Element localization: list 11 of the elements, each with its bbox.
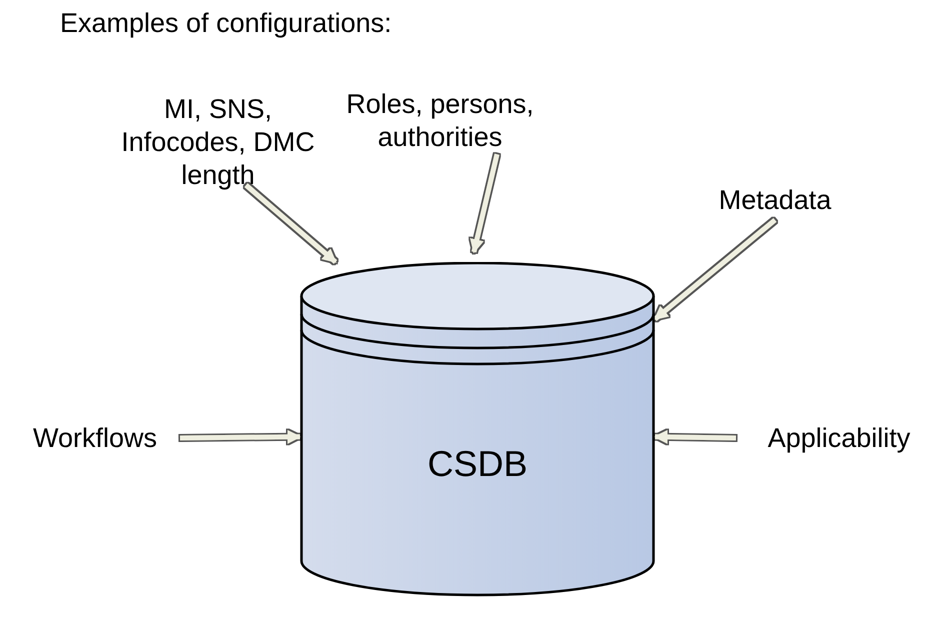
database-label: CSDB bbox=[427, 447, 528, 480]
title: Examples of configurations: bbox=[60, 8, 392, 39]
config-label: Metadata bbox=[718, 184, 832, 216]
block-arrow bbox=[180, 430, 302, 444]
config-label: Roles, persons, authorities bbox=[345, 88, 535, 154]
block-arrow bbox=[244, 183, 338, 264]
config-label: Applicability bbox=[768, 422, 910, 454]
block-arrow bbox=[653, 218, 777, 322]
block-arrow bbox=[654, 430, 736, 444]
config-label: MI, SNS, Infocodes, DMC length bbox=[120, 92, 316, 192]
config-label: Workflows bbox=[32, 422, 158, 454]
